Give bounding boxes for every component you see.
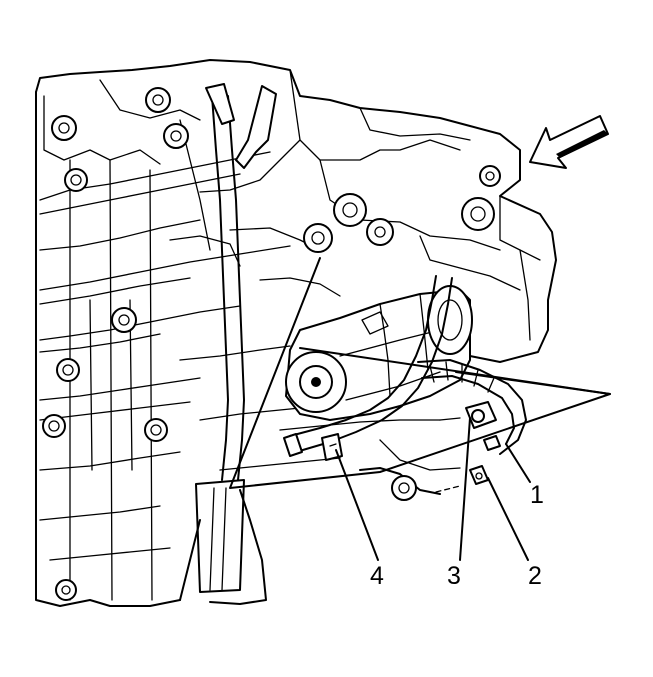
boss	[51, 115, 77, 141]
view-direction-arrow	[529, 115, 609, 169]
engine-block	[35, 59, 557, 607]
callout-2: 2	[528, 562, 542, 590]
boss	[163, 123, 189, 149]
boss	[111, 307, 137, 333]
boss	[42, 414, 66, 438]
boss	[55, 579, 77, 601]
oil-dipstick-tube	[195, 83, 277, 593]
callout-3: 3	[447, 562, 461, 590]
boss	[145, 87, 171, 113]
boss	[64, 168, 88, 192]
callout-leaders	[229, 257, 611, 561]
boss	[461, 197, 495, 231]
starter-motor	[285, 285, 473, 421]
boss	[303, 223, 333, 253]
starter-terminals	[361, 311, 501, 493]
mounting-bosses	[42, 87, 501, 601]
wiring-harness	[283, 275, 527, 457]
boss	[391, 475, 417, 501]
boss	[479, 165, 501, 187]
boss	[56, 358, 80, 382]
boss	[333, 193, 367, 227]
boss	[366, 218, 394, 246]
boss	[144, 418, 168, 442]
callout-4: 4	[370, 562, 384, 590]
callout-1: 1	[530, 481, 544, 509]
